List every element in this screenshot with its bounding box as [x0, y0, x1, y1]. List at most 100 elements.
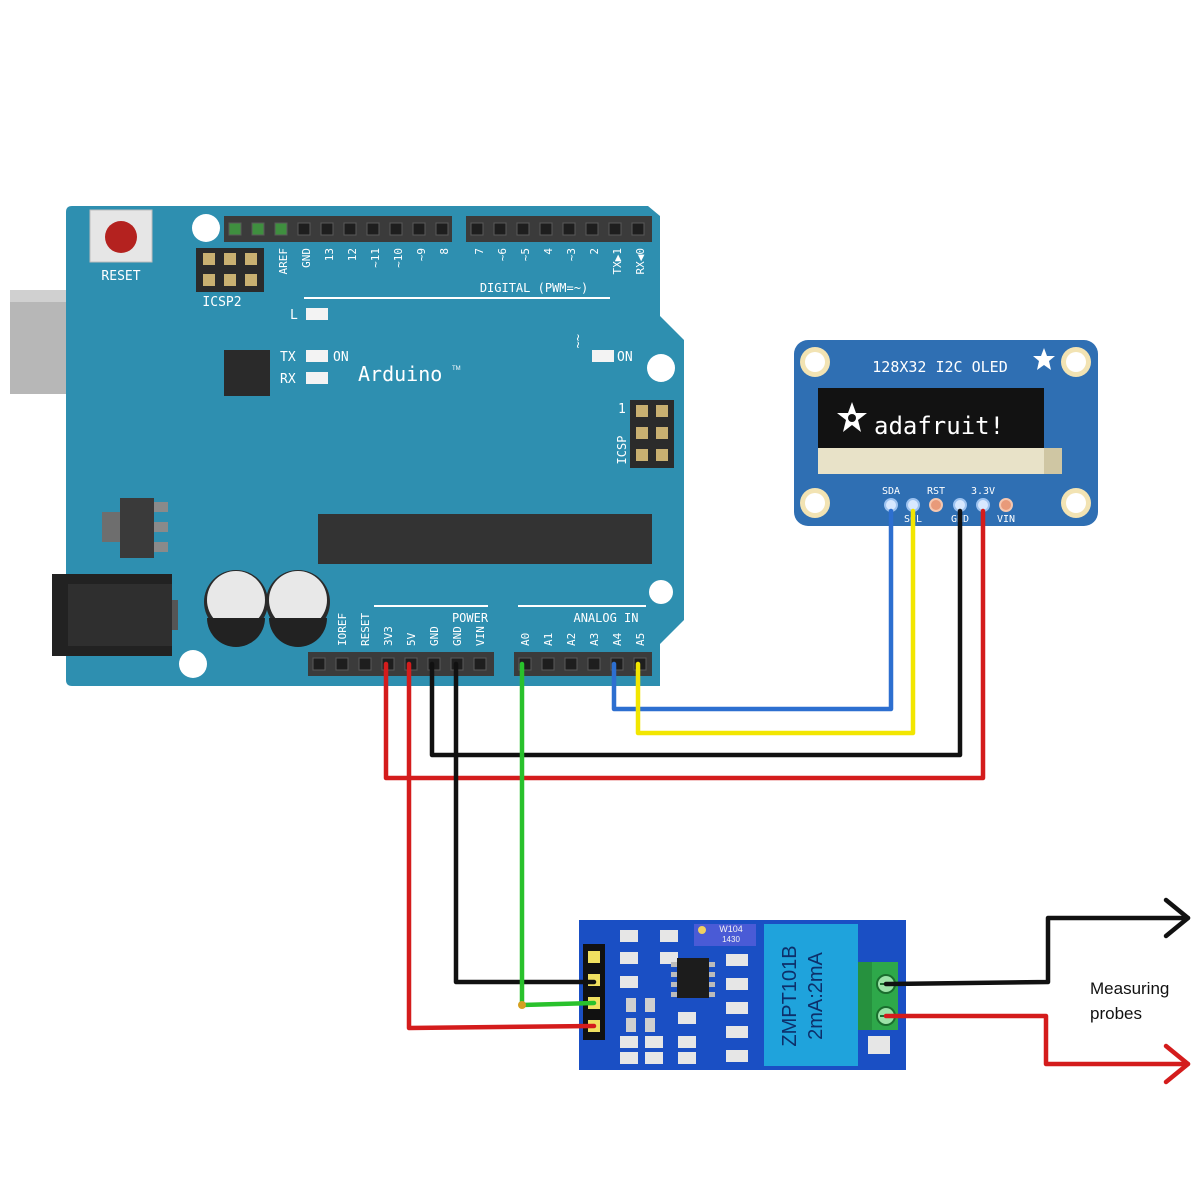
adafruit-flower-icon [837, 402, 867, 432]
digital-pin-label-left-2: 13 [323, 248, 336, 261]
led-l [306, 308, 328, 320]
led-tx [306, 350, 328, 362]
analog-pin [541, 657, 555, 671]
digital-pin [539, 222, 553, 236]
digital-pin [343, 222, 357, 236]
oled-pin-hole [999, 498, 1013, 512]
voltage-regulator [102, 498, 168, 558]
power-pin [473, 657, 487, 671]
digital-pin-label-right-1: ~6 [496, 248, 509, 261]
analog-pin-label-4: A4 [611, 632, 624, 646]
probes-label-line2: probes [1090, 1004, 1142, 1023]
digital-pin-label-left-3: 12 [346, 248, 359, 261]
pot-label: W104 [719, 924, 743, 934]
digital-pin-label-right-2: ~5 [519, 248, 532, 261]
power-pin-label-4: GND [428, 626, 441, 646]
power-pin-label-6: VIN [474, 626, 487, 646]
arduino-brand-tm: TM [452, 366, 461, 372]
digital-pin [516, 222, 530, 236]
icsp-header [630, 400, 674, 468]
wires [383, 508, 1191, 1085]
arduino-pcb [66, 206, 684, 686]
oled-module: 128X32 I2C OLED adafruit! SDA RST 3.3V S… [794, 340, 1098, 526]
power-pin-label-2: 3V3 [382, 626, 395, 646]
oled-pin-sda: SDA [882, 486, 900, 497]
digital-pin-label-left-1: GND [300, 248, 313, 268]
opamp-chip [671, 958, 715, 998]
led-rx [306, 372, 328, 384]
power-pin-label-1: RESET [359, 613, 372, 646]
digital-pin [585, 222, 599, 236]
oled-title: 128X32 I2C OLED [872, 358, 1007, 376]
digital-pin-label-right-7: RX◀0 [634, 248, 647, 275]
digital-pin-label-left-6: ~9 [415, 248, 428, 261]
analog-pin-label-0: A0 [519, 633, 532, 646]
led-on-left-label: ON [333, 350, 349, 365]
wire-vcc-red-oled [383, 508, 986, 781]
led-tx-label: TX [280, 350, 296, 365]
digital-pin [228, 222, 242, 236]
power-pin-label-5: GND [451, 626, 464, 646]
led-on-right-label: ON [617, 350, 633, 365]
wire-probe-red [883, 1013, 1191, 1067]
analog-pin-label-3: A3 [588, 633, 601, 646]
oled-pin-hole [929, 498, 943, 512]
digital-pin-label-left-4: ~11 [369, 248, 382, 268]
digital-pin-label-left-0: AREF [277, 248, 290, 275]
transformer-rating: 2mA:2mA [805, 951, 827, 1039]
svg-text:~~: ~~ [571, 334, 585, 348]
icsp-pin1-label: 1 [618, 402, 626, 417]
analog-pin [564, 657, 578, 671]
zmpt101b-module: W104 1430 ZMPT101B 2mA:2mA [579, 920, 906, 1070]
led-l-label: L [290, 308, 298, 323]
digital-pin-label-right-3: 4 [542, 248, 555, 255]
capacitor [204, 570, 268, 647]
digital-pin-label-left-5: ~10 [392, 248, 405, 268]
terminal-block [858, 962, 898, 1030]
wire-gnd-black-zmpt [453, 661, 597, 985]
icsp-label: ICSP [615, 436, 629, 465]
oled-pin-3v3: 3.3V [971, 486, 995, 497]
power-pin-label-0: IOREF [336, 613, 349, 646]
arrow-black-icon [1163, 897, 1191, 939]
oled-screen-text: adafruit! [874, 412, 1004, 440]
oled-pin-rst: RST [927, 486, 945, 497]
digital-label: DIGITAL (PWM=~) [480, 281, 588, 295]
pot-code: 1430 [722, 935, 740, 944]
digital-pin [320, 222, 334, 236]
mount-hole [649, 580, 673, 604]
digital-pin-label-right-0: 7 [473, 248, 486, 255]
usb-chip [224, 350, 270, 396]
transformer-model: ZMPT101B [779, 945, 801, 1046]
potentiometer[interactable]: W104 1430 [694, 924, 756, 946]
analog-pin-label-5: A5 [634, 633, 647, 646]
power-label: POWER [452, 611, 489, 625]
reset-label: RESET [101, 269, 140, 284]
zmpt-pin [586, 949, 602, 965]
capacitor [266, 570, 330, 647]
mount-hole [647, 354, 675, 382]
led-rx-label: RX [280, 372, 296, 387]
digital-pin [631, 222, 645, 236]
digital-pin-label-right-4: ~3 [565, 248, 578, 261]
digital-pin [366, 222, 380, 236]
adafruit-logo-icon [1033, 348, 1055, 370]
digital-pins-right [470, 222, 645, 236]
icsp2-label: ICSP2 [202, 295, 241, 310]
digital-pin [274, 222, 288, 236]
analog-label: ANALOG IN [573, 611, 638, 625]
microcontroller [318, 514, 652, 564]
digital-pin [297, 222, 311, 236]
oled-pin-vin: VIN [997, 514, 1015, 525]
smd-components [620, 930, 890, 1064]
led-on [592, 350, 614, 362]
digital-pin-label-left-7: 8 [438, 248, 451, 255]
power-pin-label-3: 5V [405, 632, 418, 646]
arduino-board: RESET ICSP2 AREF GND 13 12 ~11 ~10 ~9 8 7 ~6 ~5 4 ~… [10, 206, 684, 686]
digital-pin-label-right-6: TX▶1 [611, 248, 624, 275]
digital-pin [412, 222, 426, 236]
analog-pin-label-1: A1 [542, 633, 555, 646]
mount-hole [192, 214, 220, 242]
digital-pin [562, 222, 576, 236]
